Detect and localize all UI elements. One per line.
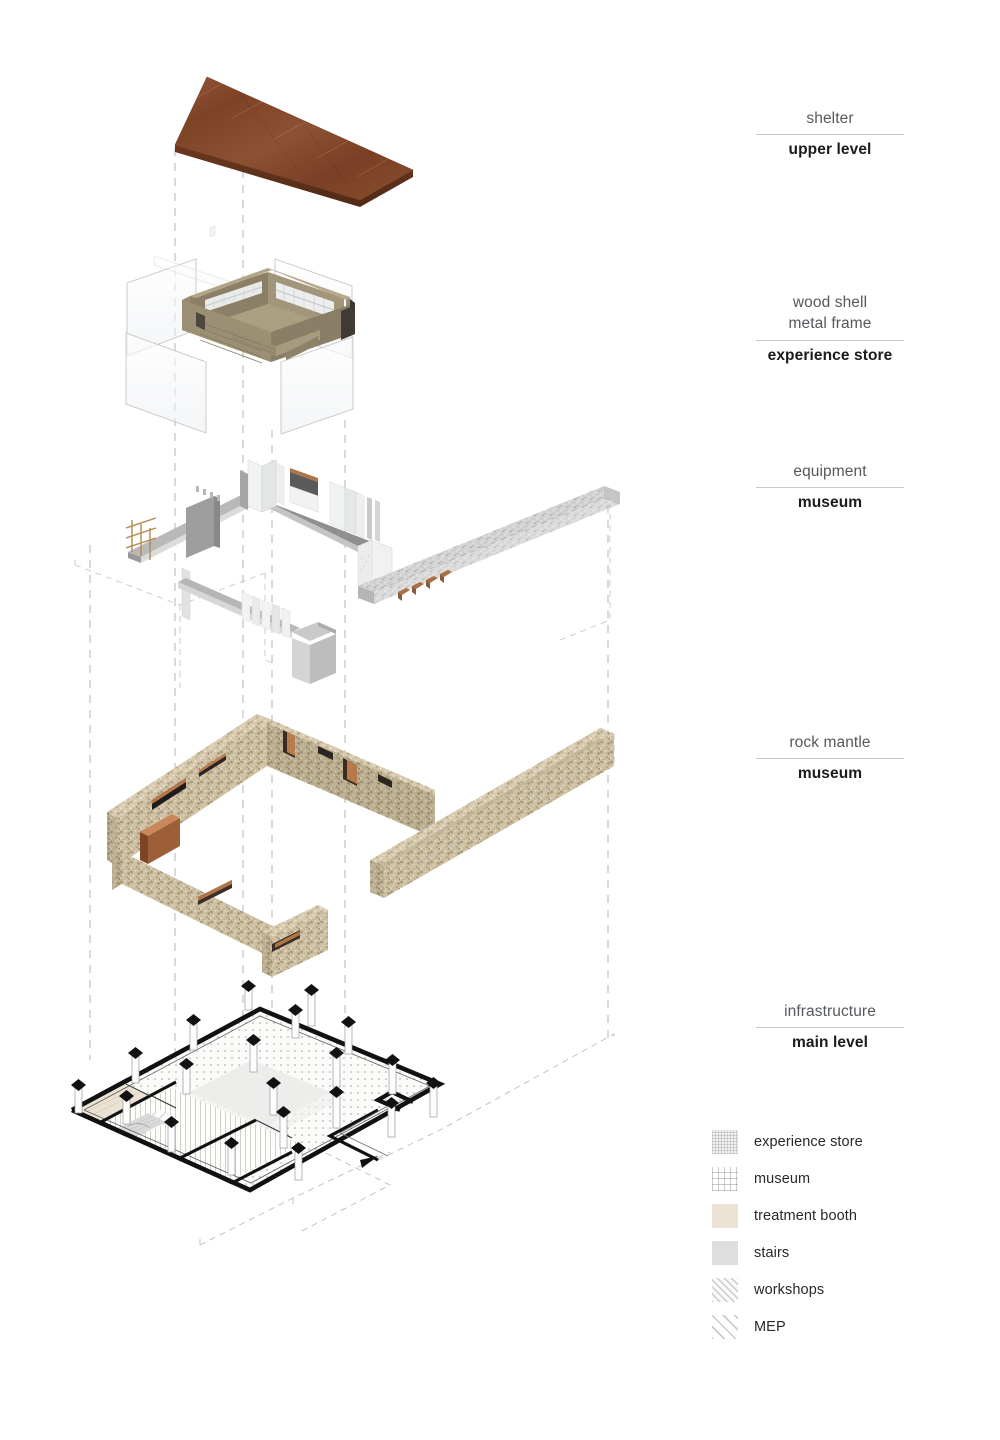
level-mainlabel: upper level — [788, 141, 872, 159]
level-mainlabel: museum — [797, 765, 863, 783]
level-sublabel: wood shell metal frame — [788, 294, 872, 333]
level-sublabel: equipment — [793, 463, 867, 480]
legend-item-workshops: workshops — [712, 1271, 992, 1308]
legend-item-museum: museum — [712, 1160, 992, 1197]
framed-exhibit — [289, 468, 319, 513]
level-sublabel: infrastructure — [784, 1003, 876, 1020]
legend-swatch-icon — [712, 1129, 738, 1154]
legend-label: experience store — [754, 1133, 863, 1150]
layer-equipment — [74, 459, 621, 690]
label-rule — [756, 339, 904, 341]
level-label-infrastructure: infrastructure main level — [700, 1001, 960, 1052]
layer-experience-store — [125, 225, 355, 435]
structural-columns — [71, 980, 441, 1181]
shelving-left — [204, 225, 263, 312]
display-panels-top — [240, 459, 285, 513]
layer-rock-mantle — [107, 714, 615, 977]
level-mainlabel: museum — [797, 494, 863, 512]
legend-swatch-icon — [712, 1203, 738, 1228]
level-label-equipment: equipment museum — [700, 461, 960, 512]
direction-arrow — [360, 1156, 378, 1168]
level-sublabel: rock mantle — [789, 734, 871, 751]
display-panels-lower — [241, 591, 291, 639]
legend-label: stairs — [754, 1244, 790, 1261]
legend-item-experience-store: experience store — [712, 1123, 992, 1160]
legend-swatch-icon — [712, 1314, 738, 1339]
legend-swatch-icon — [712, 1277, 738, 1302]
label-rule — [756, 134, 904, 136]
legend-label: treatment booth — [754, 1207, 858, 1224]
legend-item-treatment-booth: treatment booth — [712, 1197, 992, 1234]
legend-label: workshops — [754, 1281, 825, 1298]
level-label-rock-mantle: rock mantle museum — [700, 732, 960, 783]
shelving-right — [275, 282, 335, 318]
label-rule — [756, 487, 904, 489]
legend-swatch-icon — [712, 1240, 738, 1265]
bench-seats — [398, 570, 452, 601]
layer-shelter — [174, 76, 414, 207]
legend-label: MEP — [754, 1318, 786, 1335]
level-mainlabel: experience store — [767, 346, 893, 364]
display-panels-right — [329, 481, 380, 542]
copper-niches — [140, 730, 392, 952]
level-mainlabel: main level — [792, 1034, 868, 1052]
legend: experience store museum treatment booth … — [712, 1123, 992, 1345]
label-rule — [756, 1027, 904, 1029]
legend-item-stairs: stairs — [712, 1234, 992, 1271]
exhibit-hangers — [125, 517, 157, 560]
legend-item-mep: MEP — [712, 1308, 992, 1345]
level-label-experience-store: wood shell metal frame experience store — [700, 292, 960, 365]
level-sublabel: shelter — [806, 110, 854, 127]
layer-infrastructure — [70, 980, 615, 1246]
legend-swatch-icon — [712, 1166, 738, 1191]
legend-label: museum — [754, 1170, 811, 1187]
label-rule — [756, 758, 904, 760]
level-label-shelter: shelter upper level — [700, 108, 960, 159]
